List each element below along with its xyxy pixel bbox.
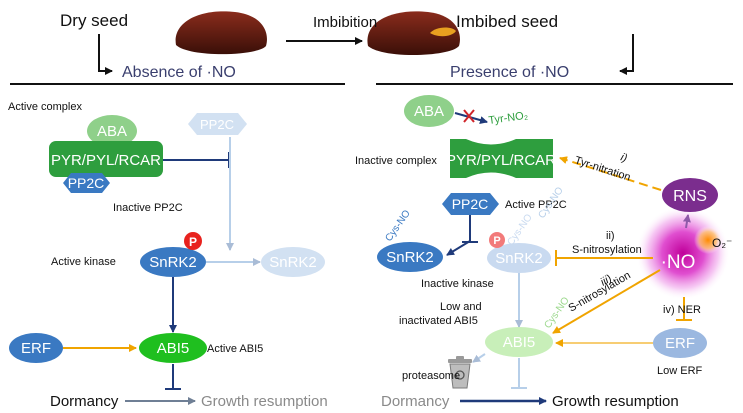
snrk2-faded-label-left: SnRK2: [269, 254, 317, 271]
presence-no-label: Presence of ·NO: [450, 64, 569, 81]
proteasome-label: proteasome: [402, 370, 460, 382]
cys-no-snrk2-left: Cys-NO: [383, 208, 413, 244]
active-kinase-label: Active kinase: [51, 256, 116, 268]
phospho-label-left: P: [189, 235, 197, 249]
abi5-to-proteasome-arrow: [472, 353, 486, 363]
growth-left: Growth resumption: [201, 393, 328, 410]
radicle-icon: [430, 27, 456, 37]
aba-label-right: ABA: [414, 103, 444, 120]
step-i-label: i): [619, 151, 629, 164]
tyr-nitration-arrow: [559, 156, 662, 191]
imbibed-seed-title: Imbibed seed: [456, 12, 558, 31]
abi5-label-right: ABI5: [503, 334, 536, 351]
rns-label: RNS: [673, 188, 707, 205]
erf-label-right: ERF: [665, 335, 695, 352]
pp2c-dephos-arrow: [446, 240, 471, 256]
dry-seed-title: Dry seed: [60, 11, 128, 30]
imbibition-label: Imbibition: [313, 14, 377, 31]
phospho-left: [184, 232, 202, 250]
active-complex-label: Active complex: [8, 101, 82, 113]
abi5-right: [485, 327, 553, 357]
pp2c-right: [442, 193, 499, 215]
pp2c-label-right: PP2C: [452, 196, 489, 212]
dormancy-left: Dormancy: [50, 393, 119, 410]
imbibed-seed-arrow: [619, 34, 634, 75]
phospho-right: [489, 232, 505, 248]
pp2c-bound-left: [63, 173, 110, 193]
inactive-pp2c-label: Inactive PP2C: [113, 202, 183, 214]
o2-label: O₂⁻: [712, 236, 732, 250]
snrk2-right-label-right: SnRK2: [495, 250, 543, 267]
tyr-no2-label: Tyr-NO₂: [488, 110, 529, 127]
low-erf-label: Low ERF: [657, 365, 703, 377]
low-abi5-line1: Low and: [440, 301, 482, 313]
imbibed-seed-image: [367, 11, 460, 56]
step-ii-label: ii): [606, 230, 615, 242]
no-to-rns-arrow: [682, 214, 691, 229]
aba-label-left: ABA: [97, 123, 127, 140]
snrk2-left-right-panel: [377, 242, 443, 272]
inactive-complex-label: Inactive complex: [355, 155, 437, 167]
abi5-label-left: ABI5: [157, 340, 190, 357]
active-abi5-label: Active ABI5: [207, 343, 263, 355]
cys-no-snrk2-right: Cys-NO: [505, 212, 535, 248]
snrk2-active-left: [140, 247, 206, 277]
block-cross-2: [463, 109, 475, 123]
erf-right: [653, 328, 707, 358]
dry-seed-arrow: [98, 34, 113, 75]
step-iv-label: iv) NER: [663, 304, 701, 316]
pp2c-bound-label-left: PP2C: [68, 175, 105, 191]
pp2c-free-left: [188, 113, 247, 135]
receptor-label-right: PYR/PYL/RCAR: [446, 152, 556, 169]
erf-label-left: ERF: [21, 340, 51, 357]
aba-ligand-right: [404, 95, 454, 127]
abi5-left: [139, 333, 207, 363]
dry-seed-image: [175, 11, 267, 55]
inactive-kinase-label: Inactive kinase: [421, 278, 494, 290]
dormancy-right: Dormancy: [381, 393, 450, 410]
no-label: ·NO: [661, 252, 696, 273]
receptor-right: [450, 139, 553, 178]
phospho-label-right: P: [493, 235, 500, 247]
snrk2-faded-left: [261, 247, 325, 277]
absence-no-label: Absence of ·NO: [122, 64, 236, 81]
low-abi5-line2: inactivated ABI5: [399, 315, 478, 327]
active-pp2c-label: Active PP2C: [505, 199, 567, 211]
receptor-label-left: PYR/PYL/RCAR: [51, 152, 161, 169]
receptor-left: [49, 141, 163, 177]
rns-node: [662, 178, 718, 212]
s-nitrosylation-iii-arrow: [552, 269, 661, 334]
snrk2-left-label-right: SnRK2: [386, 249, 434, 266]
aba-ligand-left: [87, 115, 137, 147]
s-nitrosylation-ii-label: S-nitrosylation: [572, 244, 642, 256]
superoxide-glow: [694, 226, 722, 254]
snrk2-right-right-panel: [487, 243, 551, 273]
trash-bin-icon: [448, 356, 472, 389]
snrk2-active-label-left: SnRK2: [149, 254, 197, 271]
pp2c-free-label-left: PP2C: [200, 117, 234, 132]
erf-left: [9, 333, 63, 363]
growth-right: Growth resumption: [552, 393, 679, 410]
